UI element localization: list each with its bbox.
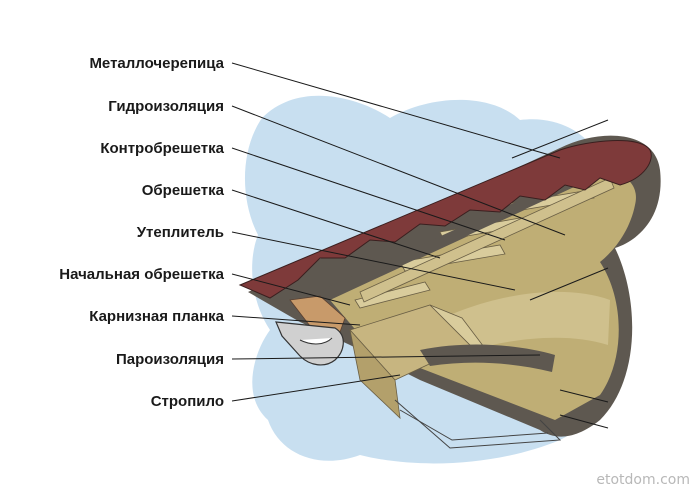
leader-right-2 — [559, 389, 609, 403]
bottom-board-inner — [399, 409, 549, 441]
label-waterproofing: Гидроизоляция — [108, 98, 224, 115]
leader-batten — [231, 189, 441, 259]
gutter-shadow — [299, 337, 333, 345]
leader-insulation — [231, 231, 516, 291]
label-start-batten: Начальная обрешетка — [59, 266, 224, 283]
label-batten: Обрешетка — [142, 182, 225, 199]
labels: Металлочерепица Гидроизоляция Контробреш… — [59, 55, 224, 410]
leader-right-1 — [529, 267, 609, 301]
leader-metal-roofing — [231, 62, 561, 159]
label-vapor-barrier: Пароизоляция — [116, 351, 224, 368]
label-metal-roofing: Металлочерепица — [89, 55, 224, 72]
waterproofing — [300, 175, 580, 310]
label-counter-batten: Контробрешетка — [100, 140, 224, 157]
bottom-board — [394, 399, 562, 449]
label-insulation: Утеплитель — [137, 224, 224, 241]
leader-rafter — [231, 374, 401, 402]
label-rafter: Стропило — [151, 393, 224, 410]
batten-1 — [354, 281, 431, 309]
metal-roofing — [238, 140, 652, 299]
leader-right-3 — [559, 414, 609, 429]
leader-counter-batten — [231, 147, 506, 241]
vapor-barrier — [420, 344, 555, 372]
leader-waterproofing — [231, 105, 566, 236]
rafter-front — [349, 328, 401, 420]
leader-vapor-barrier — [231, 354, 541, 360]
leader-top-right — [511, 119, 609, 159]
watermark: etotdom.com — [596, 472, 690, 488]
label-eave-plank: Карнизная планка — [89, 308, 224, 325]
leader-eave-plank — [231, 315, 361, 326]
leader-lines — [231, 62, 609, 429]
leader-start-batten — [231, 273, 351, 306]
